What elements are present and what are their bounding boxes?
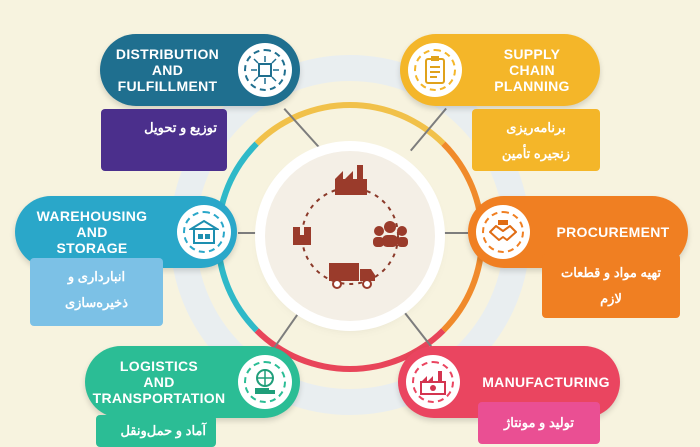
distribution-fa-label: توزیع و تحویل <box>101 109 227 171</box>
logistics-transportation-node: LOGISTICS AND TRANSPORTATION <box>85 346 300 418</box>
globe-truck-icon <box>244 361 286 403</box>
warehousing-fa-line2: ذخیره‌سازی <box>64 295 129 310</box>
truck-icon <box>329 263 375 289</box>
warehousing-fa-line1: انبارداری و <box>67 269 126 284</box>
supply-chain-hub <box>265 151 435 321</box>
supply-title-line2: CHAIN <box>509 62 555 78</box>
warehousing-title-line1: WAREHOUSING <box>36 208 148 224</box>
manufacturing-fa-label: تولید و مونتاژ <box>478 402 600 444</box>
logistics-fa-label: آماد و حمل‌ونقل <box>96 415 216 447</box>
logistics-title-line1: LOGISTICS <box>119 358 199 374</box>
supply-fa-line2: زنجیره تأمین <box>501 146 571 161</box>
procurement-title: PROCUREMENT <box>556 224 670 240</box>
distribution-title-line3: FULFILLMENT <box>117 78 218 94</box>
supply-fa-label: برنامه‌ریزی زنجیره تأمین <box>472 109 600 171</box>
warehouse-icon <box>183 211 225 253</box>
factory-icon <box>335 165 367 195</box>
procurement-fa-line2: لازم <box>600 291 622 306</box>
factory-gear-icon <box>412 361 454 403</box>
distribution-fulfillment-node: DISTRIBUTION AND FULFILLMENT <box>100 34 300 106</box>
distribution-title-line2: AND <box>151 62 184 78</box>
connector-line <box>430 232 468 234</box>
supply-chain-planning-node: SUPPLY CHAIN PLANNING <box>400 34 600 106</box>
distribution-title-line1: DISTRIBUTION <box>115 46 220 62</box>
procurement-fa-line1: تهیه مواد و قطعات <box>560 265 662 280</box>
clipboard-icon <box>414 49 456 91</box>
warehousing-fa-label: انبارداری و ذخیره‌سازی <box>30 258 163 326</box>
warehousing-storage-node: WAREHOUSING AND STORAGE <box>15 196 237 268</box>
connector-line <box>238 232 273 234</box>
logistics-title-line2: AND <box>143 374 175 390</box>
warehousing-title-line2: AND <box>76 224 108 240</box>
supply-fa-line1: برنامه‌ریزی <box>506 120 566 135</box>
handshake-icon <box>482 211 524 253</box>
supply-title-line3: PLANNING <box>494 78 570 94</box>
people-icon <box>373 221 408 247</box>
warehousing-title-line3: STORAGE <box>56 240 128 256</box>
box-arrows-icon <box>244 49 286 91</box>
procurement-fa-label: تهیه مواد و قطعات لازم <box>542 254 680 318</box>
cycle-arrows-graphic <box>293 165 408 289</box>
box-icon <box>293 227 311 245</box>
manufacturing-title: MANUFACTURING <box>482 374 610 390</box>
logistics-title-line3: TRANSPORTATION <box>92 390 226 406</box>
supply-title-line1: SUPPLY <box>503 46 561 62</box>
